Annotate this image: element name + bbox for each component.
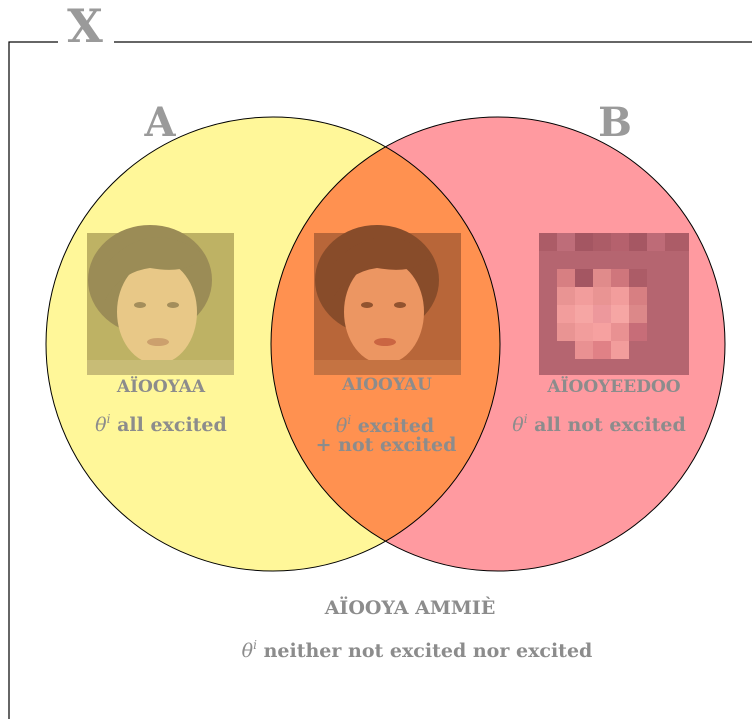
photo-a-only: [87, 225, 234, 375]
region-a-caption: θi all excited: [95, 412, 227, 436]
region-b-name: AÏOOYEEDOO: [546, 376, 680, 397]
universe-label: X: [67, 0, 103, 53]
photo-overlap: [314, 225, 461, 375]
region-outside-caption: θi neither not excited nor excited: [242, 638, 593, 662]
region-a-name: AÏOOYAA: [116, 376, 206, 397]
set-a-label: A: [143, 99, 176, 146]
region-overlap-name: AIOOYAU: [341, 375, 432, 395]
region-outside-name: AÏOOYA AMMIÈ: [324, 596, 496, 619]
set-b-label: B: [598, 99, 632, 146]
region-b-caption: θi all not excited: [512, 412, 686, 436]
photo-b-only-pixelated: [539, 233, 689, 375]
region-overlap-caption-2: + not excited: [316, 434, 457, 456]
